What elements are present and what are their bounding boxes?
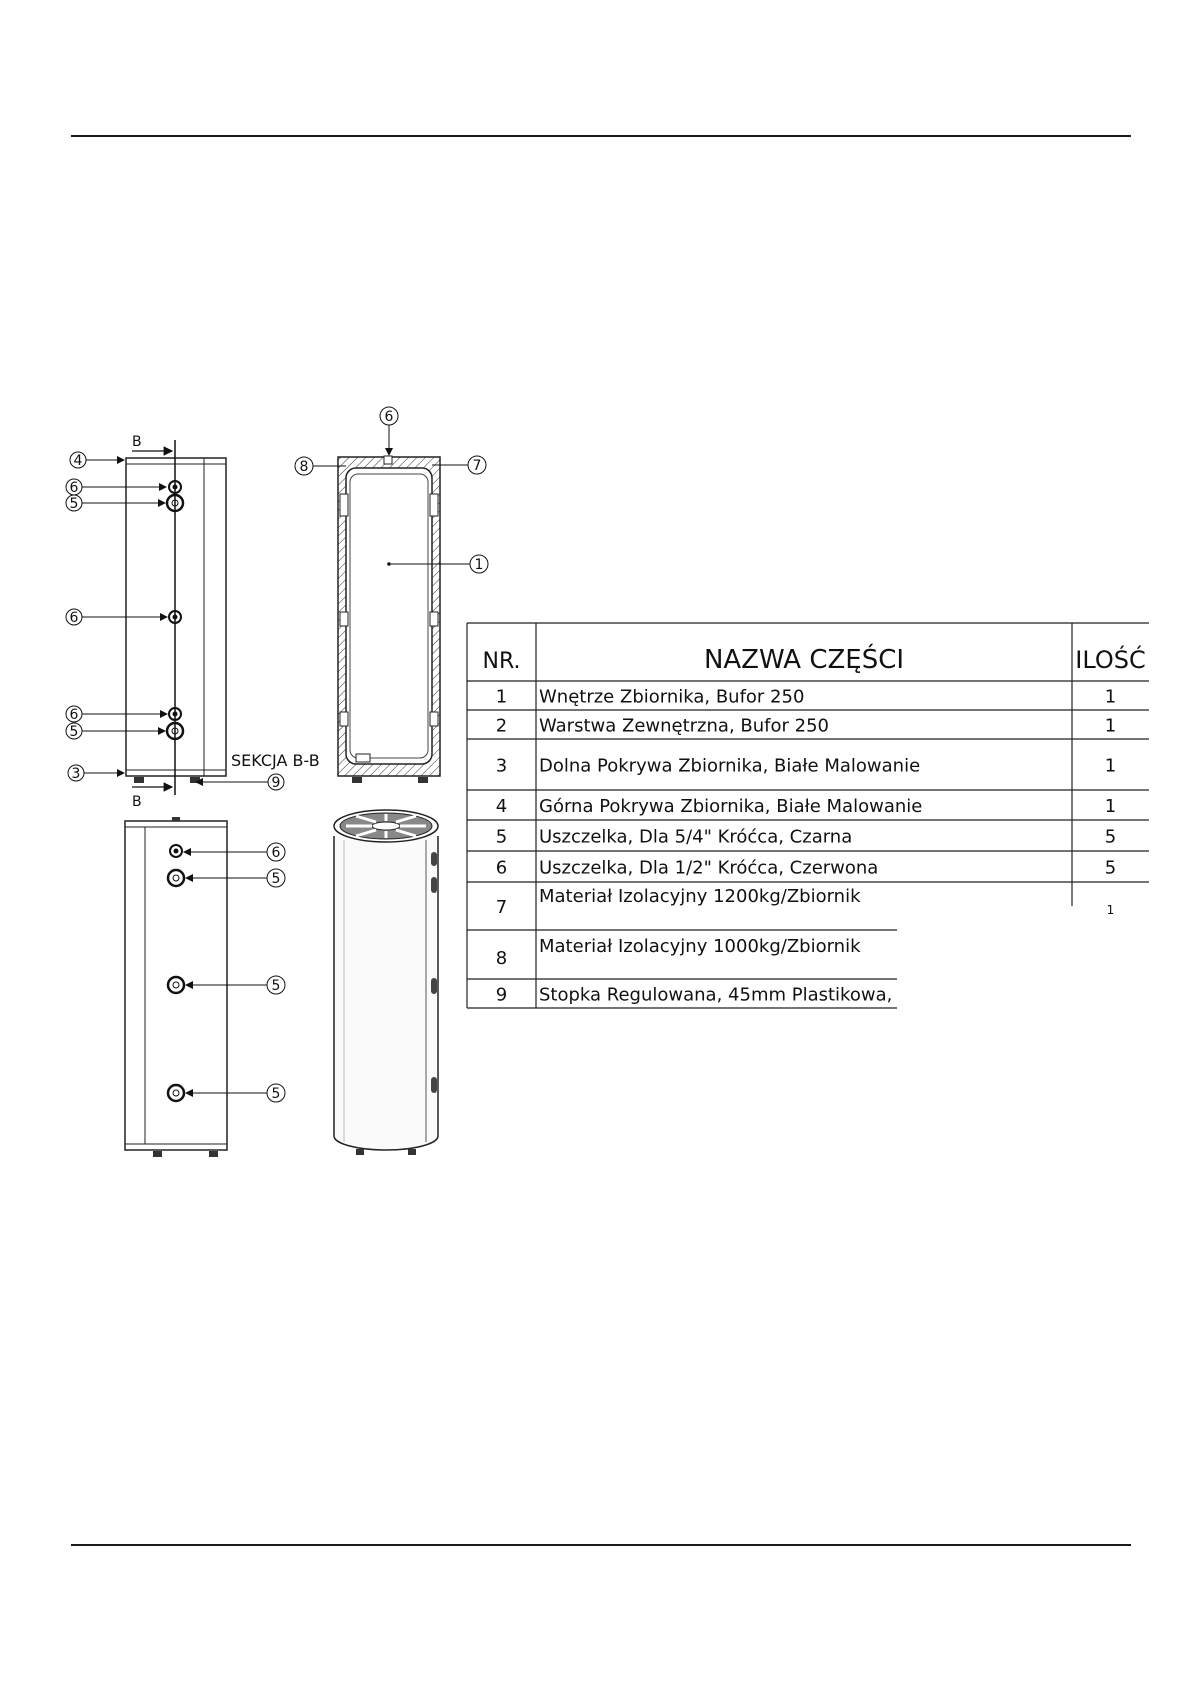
section-label: SEKCJA B-B [231,751,320,770]
footer-rule [71,1544,1131,1546]
svg-text:6: 6 [70,707,79,723]
svg-text:9: 9 [272,775,281,791]
bom-row-name: Dolna Pokrywa Zbiornika, Białe Malowanie [539,756,920,777]
callout-bubble: 6 [65,705,168,723]
callout-bubble: 6 [183,842,286,862]
bom-row-nr: 7 [496,897,507,918]
callout-bubble: 6 [65,608,168,626]
bom-row-name: Uszczelka, Dla 5/4" Króćca, Czarna [539,827,852,848]
callout-bubble: 5 [65,494,166,512]
bom-row-nr: 4 [496,796,507,817]
bom-row-qty: 1 [1105,796,1116,817]
bom-row-nr: 5 [496,827,507,848]
callout-bubble: 3 [67,764,125,782]
callout-bubble: 6 [379,406,399,456]
side-view: 6 5 5 5 [124,817,286,1157]
callout-bubble: 9 [195,773,285,791]
bom-row-nr: 6 [496,858,507,879]
header-nr: NR. [483,649,521,674]
callout-bubble: 5 [185,868,286,888]
bom-row-name: Uszczelka, Dla 1/2" Króćca, Czerwona [539,858,878,879]
bom-row-qty: 1 [1105,716,1116,737]
bom-row-name: Warstwa Zewnętrzna, Bufor 250 [539,716,829,737]
callout-bubble: 5 [185,1083,286,1103]
port-small [168,707,182,721]
bom-row-nr: 2 [496,716,507,737]
port-large [166,975,186,995]
foot [134,777,144,783]
callout-bubble: 4 [69,451,125,469]
bom-row-nr: 9 [496,985,507,1006]
svg-text:6: 6 [272,845,281,861]
callout-bubble: 8 [294,456,346,476]
header-rule [71,135,1131,137]
svg-text:5: 5 [70,724,79,740]
svg-text:3: 3 [72,766,81,782]
callout-bubble: 5 [65,722,166,740]
bom-row-name: Stopka Regulowana, 45mm Plastikowa, [539,985,892,1006]
header-qty: ILOŚĆ [1075,644,1145,674]
port-large [166,1083,186,1103]
bom-row-name: Wnętrze Zbiornika, Bufor 250 [539,687,804,708]
bom-row-qty: 1 [1105,687,1116,708]
header-name: NAZWA CZĘŚCI [704,643,904,675]
svg-text:7: 7 [473,458,482,474]
svg-text:5: 5 [272,1086,281,1102]
port-large [165,721,185,741]
bom-row-nr: 8 [496,948,507,969]
bom-row-nr: 1 [496,687,507,708]
callout-bubble: 6 [65,478,167,496]
front-view: B B 4 6 5 6 [65,434,320,810]
isometric-view [333,809,439,1155]
port-large [165,493,185,513]
port-small [169,844,183,858]
bom-table: NR. NAZWA CZĘŚCI ILOŚĆ 1 Wnętrze Zbiornika, … [466,622,1149,1009]
section-marker-top: B [132,434,142,450]
callout-bubble: 1 [387,554,489,574]
port-large [166,868,186,888]
bom-row-qty: 5 [1105,827,1116,848]
callout-bubble: 7 [432,455,487,475]
bom-row-name: Materiał Izolacyjny 1200kg/Zbiornik [539,886,861,907]
svg-text:8: 8 [300,459,309,475]
port-small [168,480,182,494]
svg-text:5: 5 [272,978,281,994]
bom-row-qty: 1 [1107,903,1115,917]
bom-row-name: Materiał Izolacyjny 1000kg/Zbiornik [539,936,861,957]
svg-text:6: 6 [70,610,79,626]
bom-row-qty: 1 [1105,756,1116,777]
port-small [168,610,182,624]
svg-text:5: 5 [272,871,281,887]
svg-text:4: 4 [74,453,83,469]
bom-row-nr: 3 [496,756,507,777]
svg-text:6: 6 [385,409,394,425]
section-marker-bottom: B [132,794,142,810]
bom-row-qty: 5 [1105,858,1116,879]
callout-bubble: 5 [185,975,286,995]
svg-text:5: 5 [70,496,79,512]
svg-text:1: 1 [475,557,484,573]
section-view: 6 8 7 1 [294,406,489,783]
bom-row-name: Górna Pokrywa Zbiornika, Białe Malowanie [539,796,922,817]
svg-text:6: 6 [70,480,79,496]
